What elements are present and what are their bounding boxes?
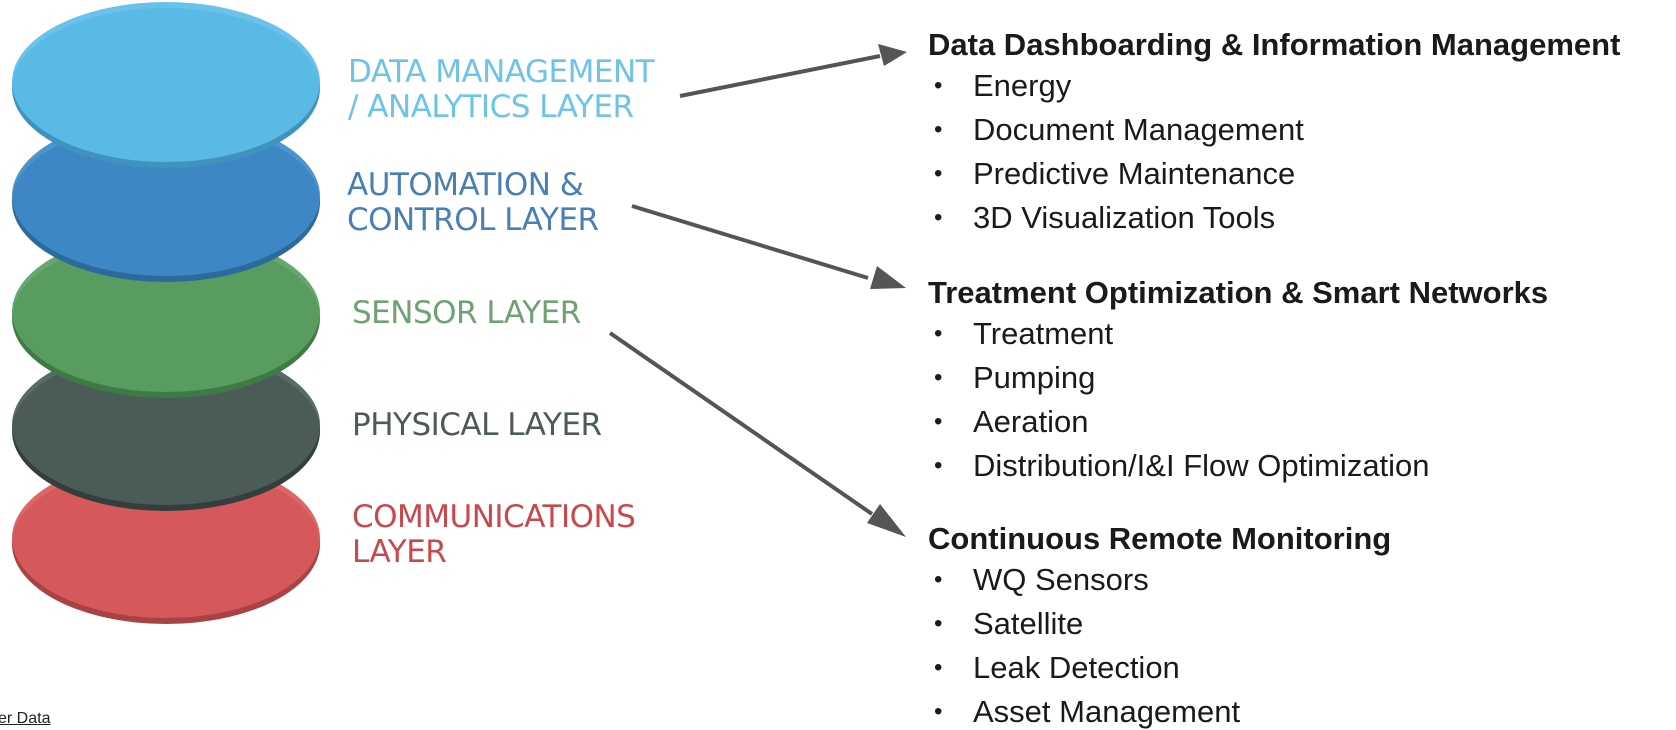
layer-label-line: PHYSICAL LAYER	[352, 407, 602, 443]
list-item-label: Document Management	[973, 112, 1304, 147]
list-item: • WQ Sensors	[928, 558, 1391, 602]
bullet-icon: •	[934, 116, 943, 143]
layer-label-line: COMMUNICATIONS	[352, 499, 636, 535]
arrowhead-dashboarding	[878, 44, 907, 66]
arrowhead-monitoring	[867, 504, 906, 537]
list-item-label: Predictive Maintenance	[973, 156, 1296, 191]
section-title: Treatment Optimization & Smart Networks	[928, 275, 1549, 310]
arrowhead-treatment	[870, 266, 906, 289]
arrow-sensor-to-monitoring	[608, 331, 874, 516]
list-item: • Predictive Maintenance	[928, 152, 1620, 196]
layer-label-line: AUTOMATION &	[347, 167, 584, 203]
list-item-label: Pumping	[973, 360, 1096, 395]
layer-label-physical: PHYSICAL LAYER	[352, 408, 602, 443]
bullet-icon: •	[934, 654, 943, 681]
bullet-icon: •	[934, 698, 943, 725]
list-item-label: Asset Management	[973, 694, 1241, 729]
bullet-icon: •	[934, 610, 943, 637]
layer-label-line: CONTROL LAYER	[347, 202, 599, 238]
list-item: • Asset Management	[928, 690, 1391, 730]
list-item: • Leak Detection	[928, 646, 1391, 690]
list-item: • Energy	[928, 64, 1620, 108]
bullet-icon: •	[934, 408, 943, 435]
bullet-icon: •	[934, 72, 943, 99]
section-list: • WQ Sensors • Satellite • Leak Detection •…	[928, 558, 1391, 730]
source-link[interactable]: er Data	[0, 710, 51, 727]
layer-label-automation: AUTOMATION & CONTROL LAYER	[347, 168, 599, 238]
layer-disc-data-management	[12, 2, 320, 162]
section-title: Continuous Remote Monitoring	[928, 521, 1392, 556]
list-item-label: Aeration	[973, 404, 1089, 439]
layer-disc-sensor	[12, 232, 320, 392]
section-monitoring: Continuous Remote Monitoring • WQ Sensors…	[928, 520, 1391, 730]
layer-label-sensor: SENSOR LAYER	[352, 296, 581, 331]
list-item: • Satellite	[928, 602, 1391, 646]
layer-label-data-management: DATA MANAGEMENT / ANALYTICS LAYER	[348, 54, 655, 125]
list-item-label: Distribution/I&I Flow Optimization	[973, 448, 1430, 483]
arrow-analytics-to-dashboarding	[679, 54, 881, 98]
list-item-label: 3D Visualization Tools	[973, 200, 1276, 235]
layer-label-line: LAYER	[352, 534, 447, 570]
section-list: • Energy • Document Management • Predictive…	[928, 64, 1620, 240]
bullet-icon: •	[934, 160, 943, 187]
bullet-icon: •	[934, 320, 943, 347]
list-item-label: Satellite	[973, 606, 1084, 641]
list-item: • 3D Visualization Tools	[928, 196, 1620, 240]
list-item-label: Energy	[973, 68, 1072, 103]
bullet-icon: •	[934, 204, 943, 231]
list-item: • Distribution/I&I Flow Optimization	[928, 444, 1548, 488]
bullet-icon: •	[934, 566, 943, 593]
list-item: • Pumping	[928, 356, 1548, 400]
arrow-automation-to-treatment	[631, 204, 869, 280]
list-item: • Treatment	[928, 312, 1548, 356]
section-list: • Treatment • Pumping • Aeration • Distribut…	[928, 312, 1548, 488]
section-dashboarding: Data Dashboarding & Information Manageme…	[928, 26, 1620, 240]
section-title: Data Dashboarding & Information Manageme…	[928, 27, 1621, 62]
bullet-icon: •	[934, 452, 943, 479]
list-item: • Aeration	[928, 400, 1548, 444]
list-item-label: Leak Detection	[973, 650, 1180, 685]
bullet-icon: •	[934, 364, 943, 391]
list-item: • Document Management	[928, 108, 1620, 152]
layer-label-line: SENSOR LAYER	[352, 295, 581, 331]
layer-label-line: DATA MANAGEMENT	[348, 54, 655, 90]
section-treatment: Treatment Optimization & Smart Networks …	[928, 274, 1548, 488]
layer-label-line: / ANALYTICS LAYER	[348, 89, 634, 125]
list-item-label: Treatment	[973, 316, 1114, 351]
list-item-label: WQ Sensors	[973, 562, 1149, 597]
layer-label-communications: COMMUNICATIONS LAYER	[352, 499, 636, 570]
